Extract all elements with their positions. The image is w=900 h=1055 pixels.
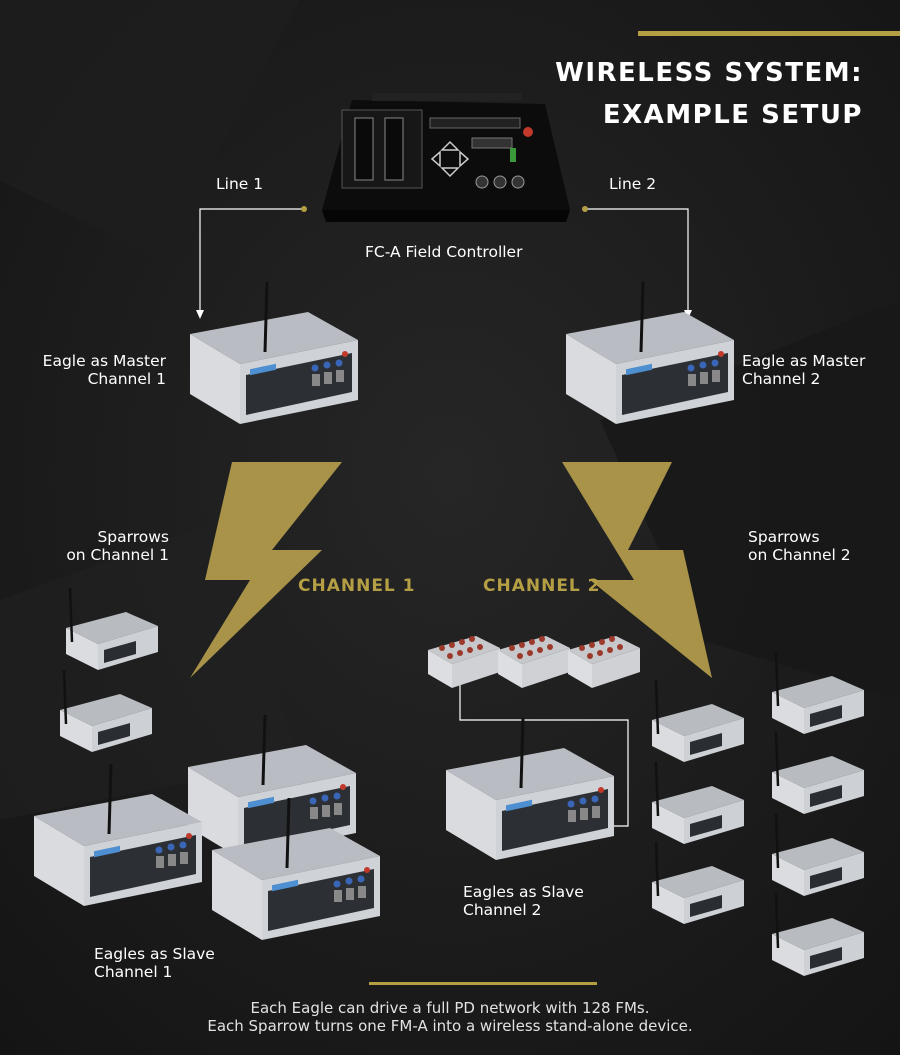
master-left-label-line-1: Eagle as Master bbox=[42, 352, 166, 370]
footer-note-line-1: Each Eagle can drive a full PD network w… bbox=[250, 999, 650, 1017]
page-title-line-2: EXAMPLE SETUP bbox=[602, 100, 863, 130]
channel-1-label: CHANNEL 1 bbox=[298, 576, 416, 596]
line-2-label: Line 2 bbox=[609, 175, 657, 193]
master-right-label-line-2: Channel 2 bbox=[742, 370, 821, 388]
master-right-label-line-1: Eagle as Master bbox=[742, 352, 866, 370]
title-accent-bar bbox=[638, 31, 900, 36]
page-title-line-1: WIRELESS SYSTEM: bbox=[555, 58, 863, 88]
footer-accent-bar bbox=[369, 982, 597, 985]
slaves-right-label-line-2: Channel 2 bbox=[463, 901, 542, 919]
channel-2-label: CHANNEL 2 bbox=[483, 576, 601, 596]
field-controller-device bbox=[322, 93, 570, 222]
master-left-label-line-2: Channel 1 bbox=[87, 370, 166, 388]
line-1-label: Line 1 bbox=[216, 175, 264, 193]
slaves-left-label-line-1: Eagles as Slave bbox=[94, 945, 215, 963]
lightning-bolt-channel-1 bbox=[190, 462, 342, 678]
slaves-right-label-line-1: Eagles as Slave bbox=[463, 883, 584, 901]
sparrows-right-label-line-2: on Channel 2 bbox=[748, 546, 851, 564]
field-controller-label: FC-A Field Controller bbox=[365, 243, 523, 261]
lightning-bolt-channel-2 bbox=[562, 462, 712, 678]
line-1-cable bbox=[196, 206, 307, 319]
sparrows-left-label-line-2: on Channel 1 bbox=[66, 546, 169, 564]
footer-note-line-2: Each Sparrow turns one FM-A into a wirel… bbox=[207, 1017, 693, 1035]
sparrows-right-label-line-1: Sparrows bbox=[748, 528, 820, 546]
sparrows-left-label-line-1: Sparrows bbox=[97, 528, 169, 546]
slaves-left-label-line-2: Channel 1 bbox=[94, 963, 173, 981]
